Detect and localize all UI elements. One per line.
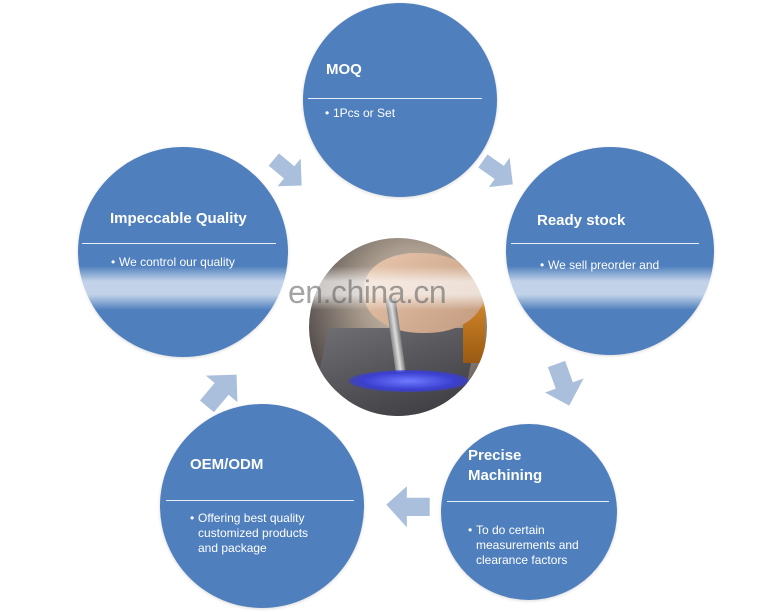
arrow-precise-to-oem-icon: [386, 486, 430, 528]
arrow-quality-to-moq-icon: [268, 153, 302, 187]
divider: [308, 98, 482, 99]
node-bullet: •1Pcs or Set: [325, 106, 396, 120]
divider: [82, 243, 276, 244]
bullet-dot-icon: •: [540, 258, 545, 272]
arrow-moq-to-ready-icon: [478, 154, 513, 188]
node-title: Impeccable Quality: [110, 210, 247, 227]
photo-glow: [349, 370, 469, 392]
divider: [447, 501, 609, 502]
center-machining-photo: [309, 238, 487, 416]
node-title: Precise Machining: [468, 447, 543, 484]
divider: [166, 500, 354, 501]
bullet-dot-icon: •: [468, 523, 473, 537]
watermark-text: en.china.cn: [288, 274, 447, 310]
node-oem-odm: OEM/ODM •Offering best quality customize…: [160, 404, 364, 608]
bullet-dot-icon: •: [111, 255, 116, 269]
node-impeccable-quality: Impeccable Quality •We control our quali…: [78, 147, 288, 357]
node-precise-machining: Precise Machining •To do certain measure…: [441, 424, 617, 600]
node-moq: MOQ •1Pcs or Set: [303, 3, 497, 197]
node-bullet: •We control our quality: [111, 255, 235, 269]
node-bullet: •To do certain measurements and clearanc…: [468, 523, 579, 567]
node-title: MOQ: [326, 61, 362, 78]
divider: [511, 243, 699, 244]
node-title: Ready stock: [537, 212, 626, 229]
bullet-dot-icon: •: [325, 106, 330, 120]
node-title: OEM/ODM: [190, 456, 264, 473]
node-bullet: •Offering best quality customized produc…: [190, 511, 309, 555]
bullet-dot-icon: •: [190, 511, 195, 525]
watermark-band: [78, 266, 718, 310]
arrow-oem-to-quality-icon: [199, 374, 238, 413]
node-ready-stock: Ready stock •We sell preorder and: [506, 147, 714, 355]
arrow-ready-to-precise-icon: [544, 360, 584, 406]
